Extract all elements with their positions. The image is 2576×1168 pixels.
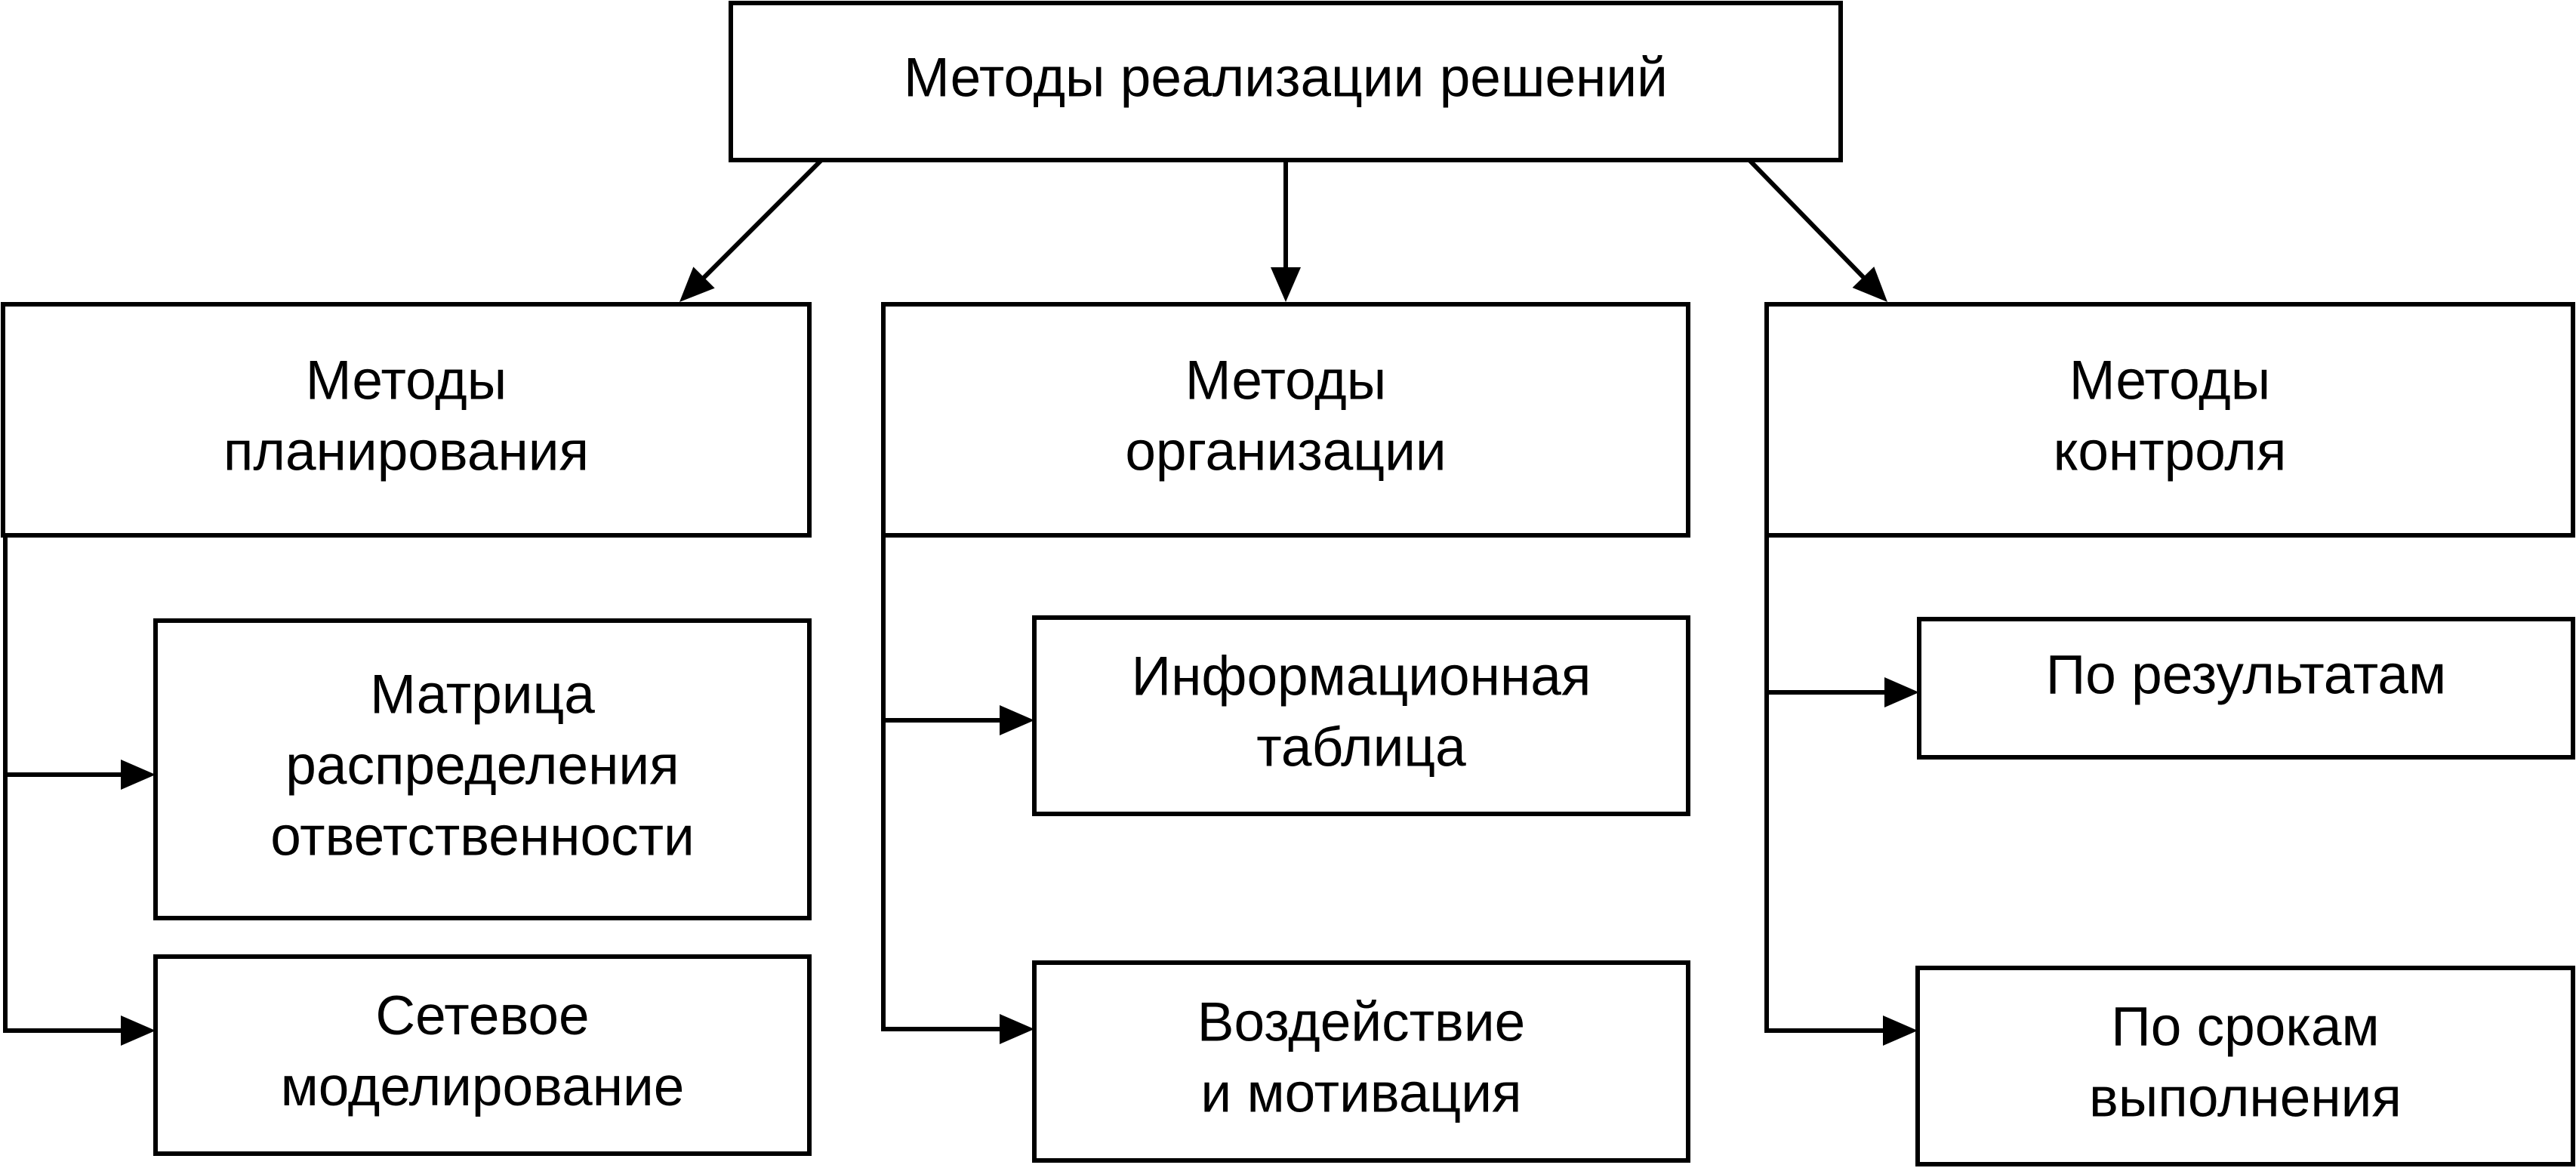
arrow-control-to-results-head	[1884, 677, 1919, 707]
arrow-organization-to-motivation	[883, 1014, 1034, 1044]
spine-organization	[881, 535, 981, 1031]
arrow-planning-to-network-head	[121, 1015, 156, 1046]
arrow-organization-to-table-head	[1000, 705, 1034, 735]
category-organization-box-border	[881, 302, 1690, 538]
planning-responsibility-matrix-box-label-line-1: Матрица	[370, 664, 595, 725]
control-by-results-box-border	[1917, 617, 2575, 760]
organization-information-table-box: Информационная таблица	[1032, 615, 1690, 816]
arrow-planning-to-network	[5, 1015, 156, 1046]
arrow-root-to-control-shaft	[1748, 159, 1866, 280]
arrow-organization-to-motivation-head	[1000, 1014, 1034, 1044]
planning-network-modeling-box: Сетевое моделирование	[153, 954, 812, 1156]
category-planning-box-border	[1, 302, 812, 538]
planning-responsibility-matrix-box-label-line-3: ответственности	[270, 806, 695, 867]
arrow-root-to-organization-head	[1271, 267, 1301, 302]
arrow-control-to-deadlines-head	[1883, 1015, 1918, 1046]
organization-information-table-box-border	[1032, 615, 1690, 816]
arrow-root-to-planning-shaft	[701, 159, 823, 281]
control-by-deadlines-box-label-line-1: По срокам	[2111, 996, 2379, 1057]
category-organization-box-label-line-2: организации	[1125, 421, 1446, 482]
arrow-control-to-deadlines	[1767, 1015, 1918, 1046]
arrow-planning-to-matrix-head	[121, 760, 156, 790]
planning-responsibility-matrix-box: Матрица распределения ответственности	[153, 618, 812, 920]
category-control-box-label-line-1: Методы	[2069, 350, 2270, 411]
planning-responsibility-matrix-box-border	[153, 618, 812, 920]
arrow-root-to-organization	[1271, 161, 1301, 302]
category-control-box-border	[1764, 302, 2575, 538]
planning-network-modeling-box-border	[153, 954, 812, 1156]
spine-control	[1764, 535, 1865, 1033]
control-by-results-box-label-line-1: По результатам	[2046, 644, 2446, 705]
spine-planning	[3, 535, 106, 1033]
arrow-root-to-planning-head	[679, 267, 715, 302]
control-by-deadlines-box-label-line-2: выполнения	[2089, 1067, 2402, 1128]
control-by-deadlines-box: По срокам выполнения	[1915, 966, 2575, 1166]
organization-impact-motivation-box-label-line-1: Воздействие	[1197, 991, 1525, 1052]
category-organization-box-label-line-1: Методы	[1185, 350, 1386, 411]
arrow-control-to-results	[1767, 677, 1919, 707]
arrow-root-to-control	[1748, 159, 1887, 302]
planning-network-modeling-box-label-line-1: Сетевое	[375, 985, 589, 1046]
category-control-box-label-line-2: контроля	[2054, 421, 2287, 482]
root-box: Методы реализации решений	[729, 1, 1843, 162]
control-by-results-box: По результатам	[1917, 617, 2575, 760]
category-control-box: Методы контроля	[1764, 302, 2575, 538]
organization-impact-motivation-box-label-line-2: и мотивация	[1200, 1062, 1521, 1123]
category-planning-box: Методы планирования	[1, 302, 812, 538]
category-planning-box-label-line-1: Методы	[306, 350, 507, 411]
arrow-planning-to-matrix	[5, 760, 156, 790]
organization-information-table-box-label-line-1: Информационная	[1132, 646, 1592, 707]
planning-network-modeling-box-label-line-2: моделирование	[281, 1056, 685, 1117]
arrow-root-to-control-head	[1852, 267, 1887, 302]
planning-responsibility-matrix-box-label-line-2: распределения	[285, 735, 679, 796]
organization-information-table-box-label-line-2: таблица	[1256, 717, 1466, 778]
root-box-border	[729, 1, 1843, 162]
category-planning-box-label-line-2: планирования	[223, 421, 589, 482]
root-box-label-line-1: Методы реализации решений	[904, 47, 1668, 108]
arrow-root-to-planning	[679, 159, 823, 302]
arrow-organization-to-table	[883, 705, 1034, 735]
category-organization-box: Методы организации	[881, 302, 1690, 538]
organization-impact-motivation-box: Воздействие и мотивация	[1032, 960, 1690, 1163]
control-by-deadlines-box-border	[1915, 966, 2575, 1166]
organization-impact-motivation-box-border	[1032, 960, 1690, 1163]
